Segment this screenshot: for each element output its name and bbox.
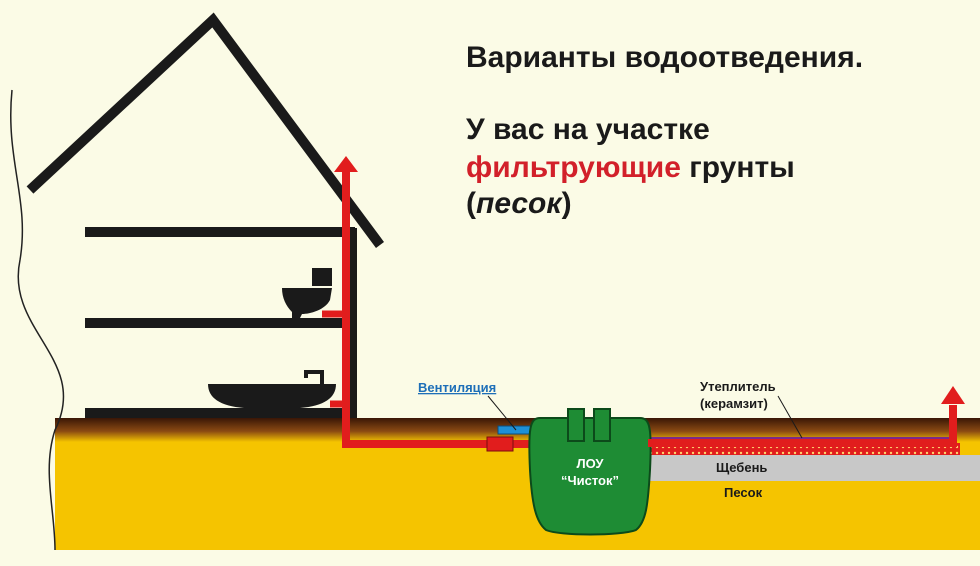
sand-label: Песок: [724, 485, 763, 500]
house-roof: [26, 12, 385, 248]
page-title: Варианты водоотведения.: [466, 41, 864, 74]
outlet-arrow-icon: [941, 386, 965, 404]
soil-type-suffix: грунты: [680, 151, 795, 184]
floor-ground: [85, 408, 355, 418]
septic-tank: [528, 408, 652, 536]
subtitle-line1: У вас на участке: [466, 113, 710, 146]
terrain-edge: [10, 89, 65, 551]
ventilation-leader: [487, 395, 517, 431]
floor-middle: [85, 318, 355, 328]
subtitle-line2: фильтрующие грунты: [466, 150, 795, 186]
gravel-layer: [648, 455, 980, 481]
ventilation-pipe: [497, 425, 533, 435]
pipe-coupling: [486, 436, 514, 452]
bathtub-icon: [208, 370, 336, 408]
tank-label-line2: “Чисток”: [561, 473, 619, 488]
paren-close: ): [561, 187, 572, 220]
gravel-label: Щебень: [716, 460, 767, 475]
sand-word: песок: [476, 187, 562, 220]
soil-type-highlight: фильтрующие: [466, 151, 681, 184]
insulation-leader: [777, 395, 803, 439]
floor-attic: [85, 227, 355, 237]
tank-label-line1: ЛОУ: [577, 456, 605, 471]
vent-arrow-icon: [334, 156, 358, 172]
insulation-label-line1: Утеплитель: [700, 379, 776, 394]
subtitle-line3: (песок): [466, 186, 572, 222]
paren-open: (: [466, 187, 476, 220]
toilet-icon: [282, 268, 332, 318]
ventilation-label: Вентиляция: [418, 380, 496, 395]
discharge-pipe: [648, 405, 957, 447]
insulation-label-line2: (керамзит): [700, 396, 768, 411]
